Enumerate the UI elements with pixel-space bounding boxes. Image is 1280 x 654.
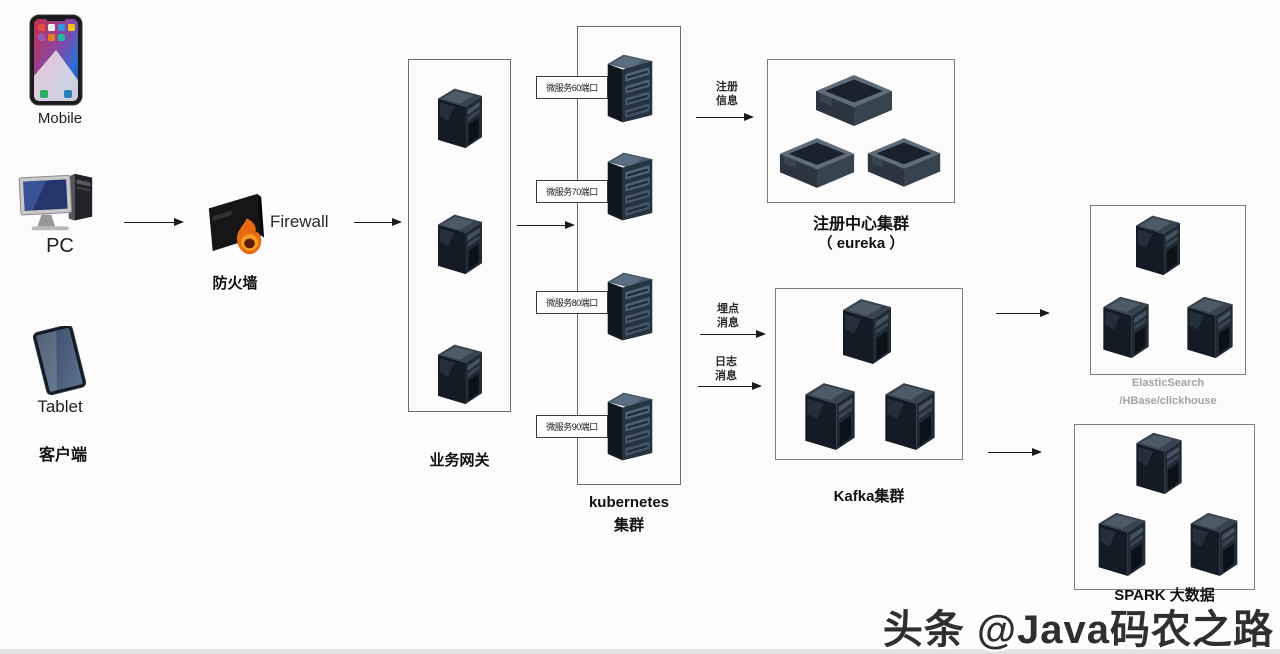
arrow-k8s-to-kafka-2 [698,381,762,390]
port-label-1: 微服务60端口 [536,76,608,99]
gateway-server-icon [432,84,488,150]
arrow-firewall-to-gateway [354,217,402,226]
spark-box [1074,424,1255,590]
arrow-kafka-to-es [996,308,1050,317]
edge-label-register: 注册 信息 [716,81,738,107]
kafka-box [775,288,963,460]
k8s-node-icon [604,388,656,466]
firewall-name: Firewall [270,212,329,231]
arrow-k8s-to-eureka [696,112,754,121]
port-label-3: 微服务80端口 [536,291,608,314]
pc-label: PC [46,235,74,257]
edge-label-logs: 日志 消息 [715,356,737,382]
es-label-line2: /HBase/clickhouse [1119,395,1217,407]
gateway-server-icon [432,210,488,276]
es-node-icon [1097,292,1155,360]
kafka-node-icon [878,378,942,452]
eureka-label-line1: 注册中心集群 [812,216,909,233]
kubernetes-box [577,26,681,485]
kubernetes-label-line1: kubernetes [588,494,670,511]
firewall-icon [203,186,267,264]
mobile-label: Mobile [37,110,83,127]
k8s-node-icon [604,148,656,226]
es-label-line1: ElasticSearch [1131,377,1205,389]
eureka-node-icon [776,133,858,190]
gateway-box [408,59,511,412]
gateway-server-icon [432,340,488,406]
watermark-text: 头条 @Java码农之路 [882,608,1274,652]
spark-label: SPARK 大数据 [1114,587,1215,604]
eureka-box [767,59,955,203]
port-label-2: 微服务70端口 [536,180,608,203]
kafka-node-icon [836,294,898,366]
firewall-label: 防火墙 [212,275,258,292]
eureka-label-line2: （ eureka ） [817,235,905,252]
es-box [1090,205,1246,375]
k8s-node-icon [604,50,656,128]
kafka-node-icon [798,378,862,452]
arrow-kafka-to-spark [988,447,1042,456]
kubernetes-label-line2: 集群 [613,517,644,534]
gateway-label: 业务网关 [429,452,490,469]
eureka-node-icon [812,70,896,128]
kafka-label: Kafka集群 [833,488,905,505]
spark-node-icon [1092,508,1152,578]
es-node-icon [1181,292,1239,360]
arrow-k8s-to-kafka-1 [700,329,766,338]
spark-node-icon [1130,428,1188,496]
port-label-4: 微服务90端口 [536,415,608,438]
tablet-label: Tablet [37,397,83,416]
mobile-phone-icon [28,14,84,106]
bottom-strip [0,649,1280,654]
eureka-node-icon [864,133,944,189]
spark-node-icon [1184,508,1244,578]
edge-label-tracking: 埋点 消息 [717,303,739,329]
clients-group-label: 客户端 [38,447,87,464]
tablet-icon [26,326,92,398]
es-node-icon [1130,211,1186,277]
k8s-node-icon [604,268,656,346]
arrow-gateway-to-k8s [517,220,575,229]
arrow-clients-to-firewall [124,217,184,226]
pc-icon [18,170,100,234]
